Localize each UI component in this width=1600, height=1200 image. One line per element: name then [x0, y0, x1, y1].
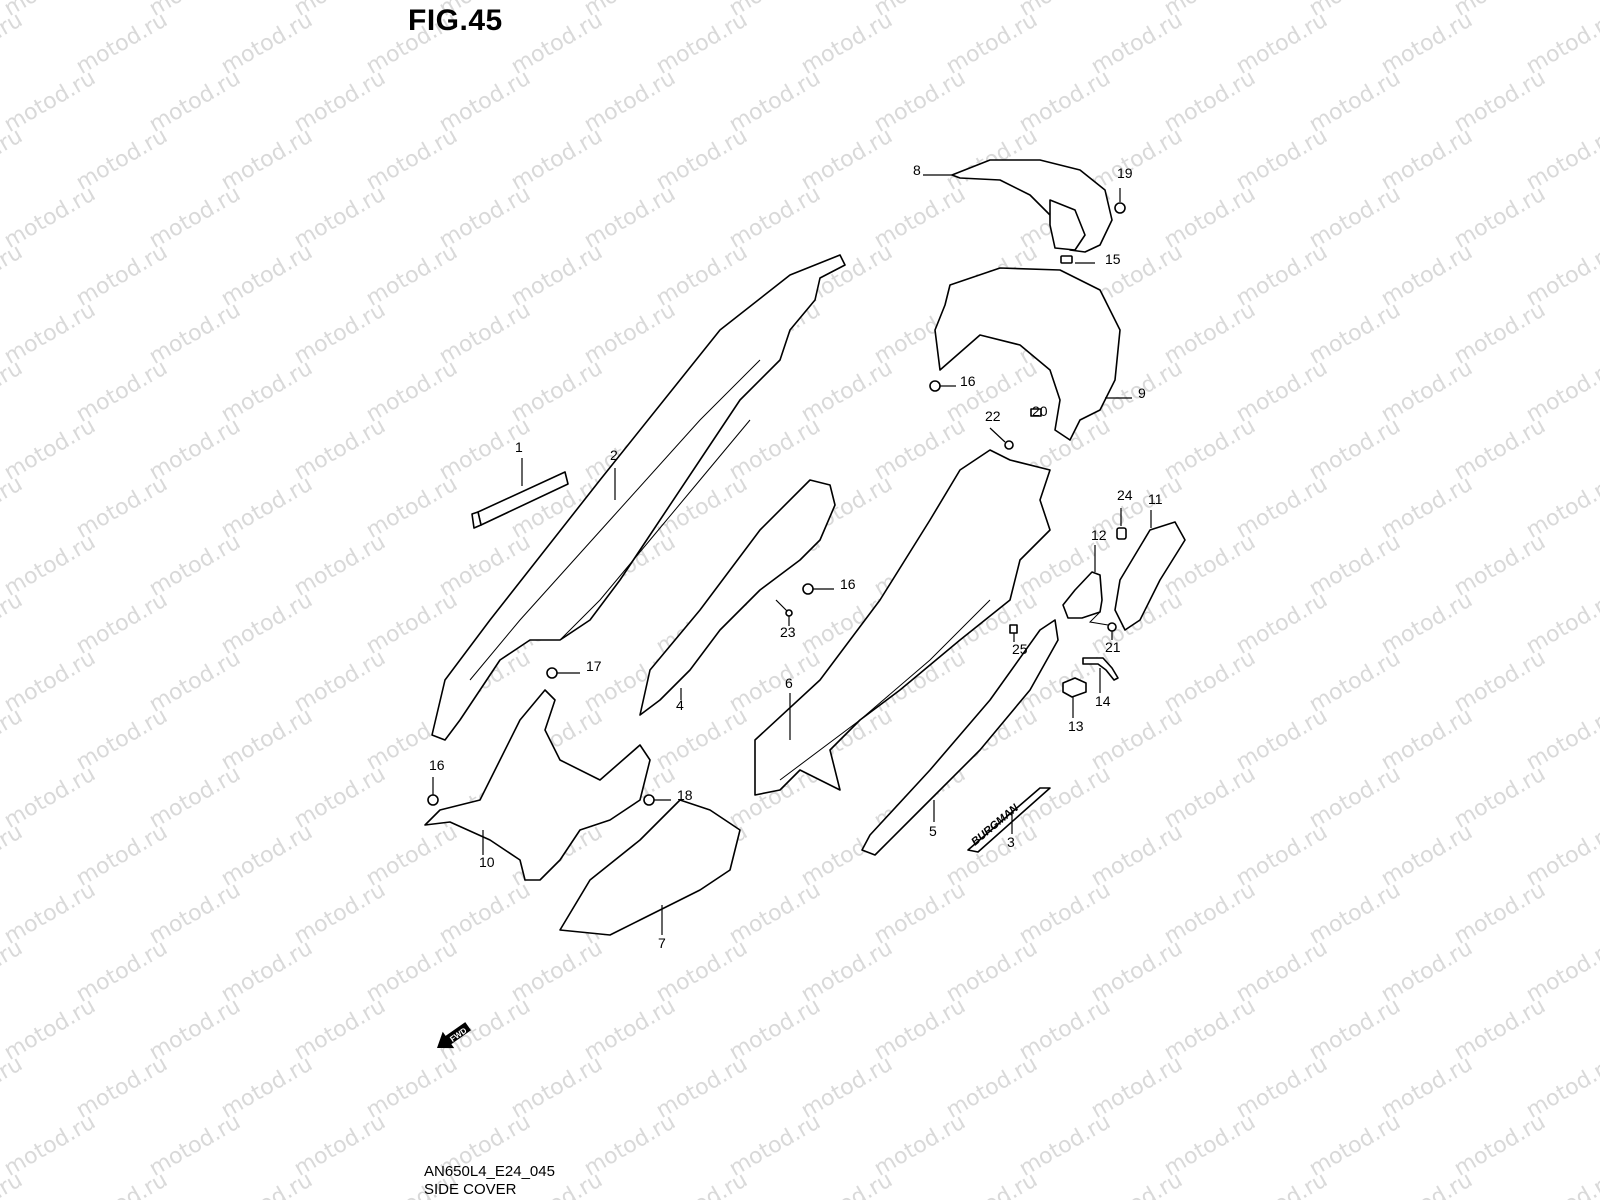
part-16-clip-c[interactable] — [427, 777, 439, 806]
callout-13: 13 — [1068, 718, 1084, 734]
callout-20: 20 — [1032, 403, 1048, 419]
callout-3: 3 — [1007, 834, 1015, 850]
fwd-arrow-icon: FWD — [437, 1022, 471, 1049]
part-20-clip[interactable] — [1030, 408, 1042, 417]
callout-7: 7 — [658, 935, 666, 951]
part-8-rear-upper-cover[interactable] — [923, 159, 1113, 253]
part-16-clip-a[interactable] — [929, 380, 956, 392]
callout-8: 8 — [913, 162, 921, 178]
callout-16b: 16 — [840, 576, 856, 592]
callout-16c: 16 — [429, 757, 445, 773]
callout-1: 1 — [515, 439, 523, 455]
part-6-center-panel[interactable] — [754, 449, 1051, 796]
part-12-latch[interactable] — [1062, 545, 1109, 626]
figure-code: AN650L4_E24_045 — [424, 1163, 555, 1180]
part-25-cap[interactable] — [1009, 624, 1018, 642]
callout-23: 23 — [780, 624, 796, 640]
figure-title: FIG.45 — [408, 4, 503, 37]
callout-11: 11 — [1148, 491, 1163, 507]
part-4-inner-panel[interactable] — [639, 479, 836, 716]
callout-16a: 16 — [960, 373, 976, 389]
part-11-side-lid[interactable] — [1114, 510, 1186, 631]
callout-15: 15 — [1105, 251, 1121, 267]
part-16-clip-b[interactable] — [802, 583, 834, 595]
part-23-screw[interactable] — [775, 599, 793, 626]
part-15-cushion[interactable] — [1060, 255, 1095, 264]
callout-25: 25 — [1012, 641, 1028, 657]
part-18-clip[interactable] — [643, 794, 671, 806]
part-24-cap[interactable] — [1116, 508, 1127, 540]
part-10-front-lower-cover[interactable] — [424, 689, 651, 881]
part-22-screw[interactable] — [989, 427, 1014, 450]
callout-9: 9 — [1138, 385, 1146, 401]
callout-17: 17 — [586, 658, 602, 674]
callout-6: 6 — [785, 675, 793, 691]
part-1-strip[interactable] — [471, 458, 569, 529]
part-7-lower-cover[interactable] — [559, 799, 741, 936]
callout-21: 21 — [1105, 639, 1121, 655]
callout-2: 2 — [610, 447, 618, 463]
part-5-lower-trim[interactable] — [861, 619, 1059, 856]
figure-name: SIDE COVER — [424, 1181, 517, 1198]
callout-4: 4 — [676, 697, 684, 713]
callout-19: 19 — [1117, 165, 1133, 181]
callout-10: 10 — [479, 854, 495, 870]
callout-18: 18 — [677, 787, 693, 803]
callout-22: 22 — [985, 408, 1001, 424]
part-13-block[interactable] — [1062, 677, 1087, 718]
part-14-strap[interactable] — [1082, 657, 1119, 693]
callout-14: 14 — [1095, 693, 1111, 709]
callout-5: 5 — [929, 823, 937, 839]
part-17-clip[interactable] — [546, 667, 580, 679]
callout-12: 12 — [1091, 527, 1107, 543]
part-21-screw[interactable] — [1107, 622, 1117, 640]
part-9-inner-fender[interactable] — [934, 267, 1132, 441]
part-2-side-cover[interactable] — [431, 254, 846, 741]
part-19-clip[interactable] — [1114, 188, 1126, 214]
callout-24: 24 — [1117, 487, 1133, 503]
